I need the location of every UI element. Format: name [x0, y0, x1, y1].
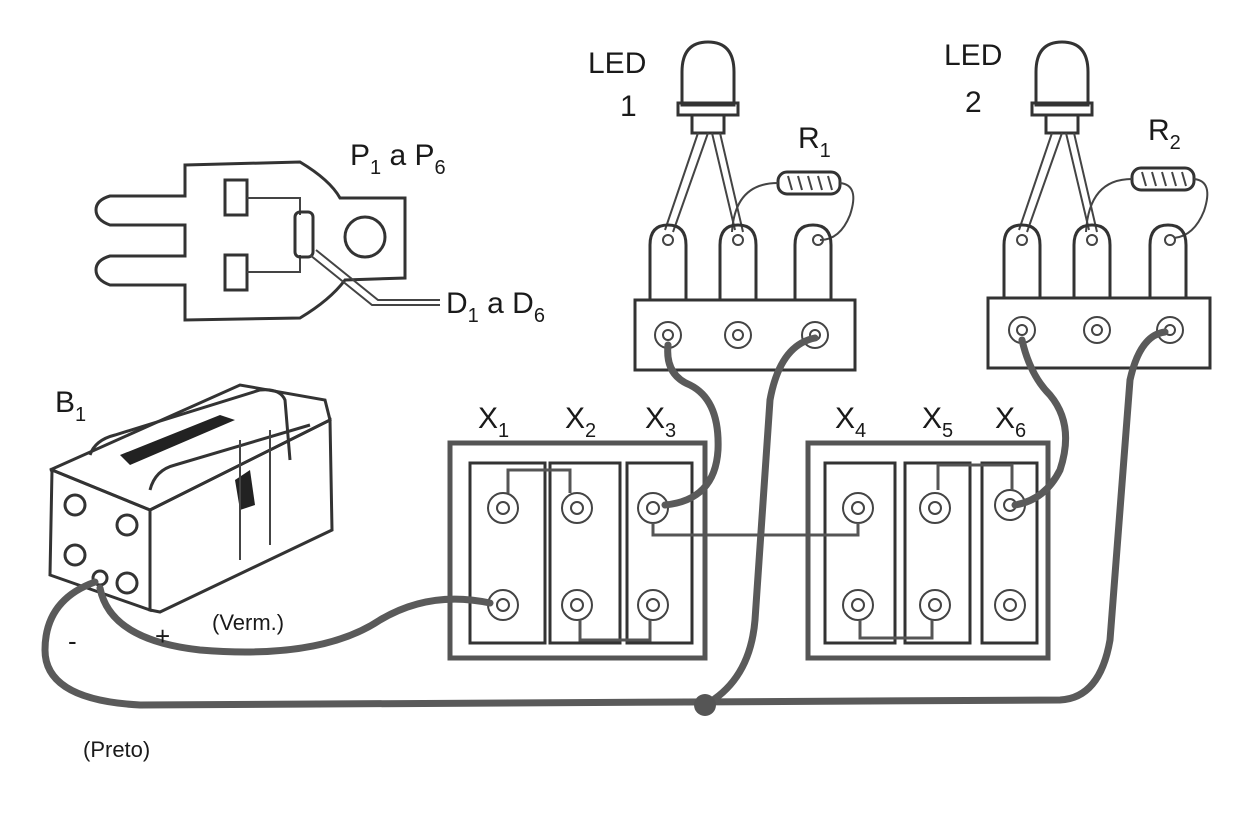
x3-x4-link — [651, 523, 860, 537]
switch-block-x1-x3 — [447, 440, 708, 661]
led1-assembly — [633, 40, 857, 372]
plug-drawing — [94, 160, 440, 322]
black-wire-label: (Preto) — [83, 737, 150, 762]
led2-assembly — [986, 40, 1212, 370]
led1-icon — [680, 40, 736, 107]
x6-label: X6 — [995, 402, 1026, 442]
x3-label: X3 — [645, 402, 676, 442]
led1-title: LED — [588, 47, 646, 80]
plus-sign: + — [155, 621, 170, 651]
labels: LED 1 LED 2 R1 R2 P1 a P6 D1 a D6 B1 - +… — [55, 39, 1181, 762]
x6-led2-wire — [1011, 336, 1070, 509]
led2-icon — [1034, 40, 1090, 107]
red-wire — [96, 584, 494, 656]
led1-screw-terminals — [654, 321, 829, 349]
led1-number: 1 — [620, 90, 637, 123]
x4-label: X4 — [835, 402, 866, 442]
black-wire — [41, 328, 1169, 709]
x3-led1-wire — [661, 341, 722, 509]
x1-label: X1 — [478, 402, 509, 442]
switch-block-x4-x6 — [805, 440, 1051, 661]
led2-screw-terminals — [1008, 316, 1184, 344]
battery-holder — [48, 383, 334, 614]
led1-return-wire — [701, 334, 819, 709]
x2-label: X2 — [565, 402, 596, 442]
x5-label: X5 — [922, 402, 953, 442]
led2-title: LED — [944, 39, 1002, 72]
plug-label: P1 a P6 — [350, 139, 446, 179]
led2-number: 2 — [965, 86, 982, 119]
r1-label: R1 — [798, 122, 831, 162]
diode-icon — [293, 210, 315, 259]
battery-label: B1 — [55, 386, 86, 426]
minus-sign: - — [68, 626, 77, 656]
r2-label: R2 — [1148, 114, 1181, 154]
red-wire-label: (Verm.) — [212, 610, 284, 635]
diode-label: D1 a D6 — [446, 287, 545, 327]
wires — [41, 328, 1169, 716]
junction-node — [694, 694, 716, 716]
